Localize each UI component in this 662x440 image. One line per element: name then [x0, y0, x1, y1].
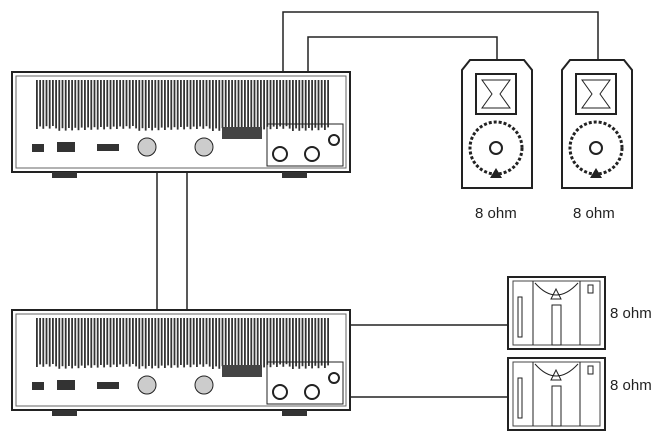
- subwoofer-lower: [507, 357, 606, 431]
- subwoofer-upper: [507, 276, 606, 350]
- speaker-left-impedance: 8 ohm: [475, 205, 517, 222]
- speaker-left: [460, 58, 534, 190]
- subwoofer-lower-impedance: 8 ohm: [610, 377, 652, 394]
- speaker-right: [560, 58, 634, 190]
- subwoofer-upper-impedance: 8 ohm: [610, 305, 652, 322]
- speaker-right-impedance: 8 ohm: [573, 205, 615, 222]
- amplifier-bottom: [11, 309, 351, 417]
- cable-top-amp-to-right-speaker: [282, 11, 599, 82]
- cable-top-amp-to-left-speaker: [307, 36, 498, 82]
- amplifier-top: [11, 71, 351, 179]
